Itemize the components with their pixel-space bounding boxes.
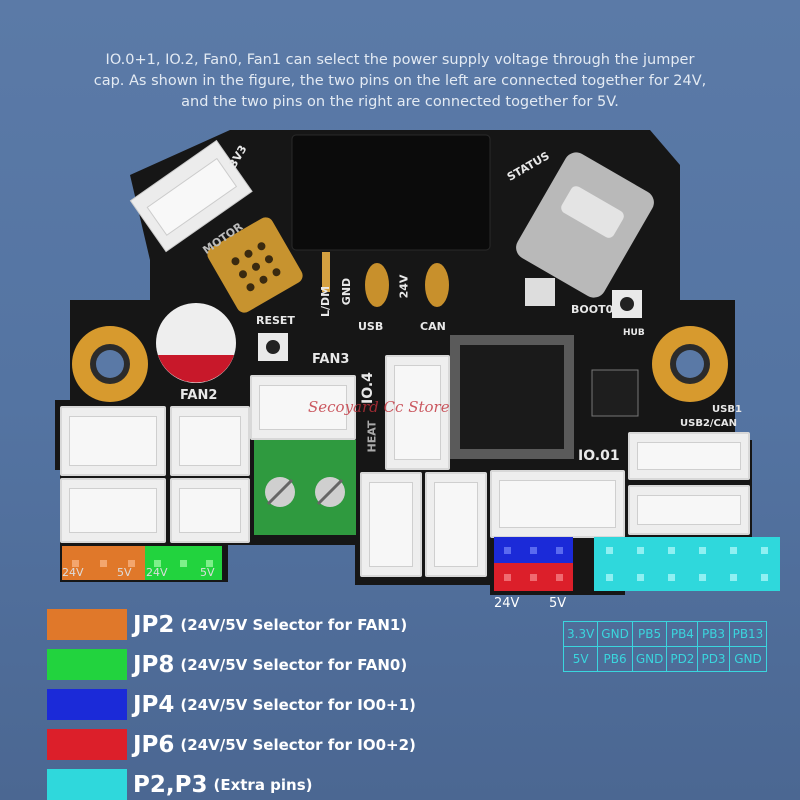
legend-swatch	[47, 689, 127, 720]
gold-pins	[322, 252, 449, 307]
capacitor	[156, 303, 236, 383]
legend-item-jp4: JP4 (24V/5V Selector for IO0+1)	[47, 689, 416, 720]
intro-line-1: IO.0+1, IO.2, Fan0, Fan1 can select the …	[105, 52, 695, 68]
pin-cell: GND	[728, 646, 768, 672]
pin-cell: PB4	[666, 621, 699, 647]
io-5v-label: 5V	[549, 596, 567, 611]
label-boot0: BOOT0	[571, 303, 614, 316]
label-reset: RESET	[256, 314, 295, 327]
fan1-connector[interactable]	[60, 478, 166, 543]
label-usb2-can: USB2/CAN	[680, 418, 738, 429]
legend-name: JP8	[133, 651, 175, 678]
mcu-chip	[450, 335, 574, 459]
legend-item-jp8: JP8 (24V/5V Selector for FAN0)	[47, 649, 407, 680]
mounting-hole-right	[652, 326, 728, 402]
jp6-jumper[interactable]	[494, 563, 573, 591]
legend-name: JP4	[133, 691, 175, 718]
jp2-jumper[interactable]	[62, 546, 145, 580]
usb-c-port[interactable]	[512, 148, 659, 302]
pin-cell: PD2	[666, 646, 699, 672]
mounting-hole-left	[72, 326, 148, 402]
legend-swatch	[47, 769, 127, 800]
motor-connector[interactable]	[129, 139, 253, 253]
label-ldm: L/DM	[319, 285, 333, 318]
legend-desc: (24V/5V Selector for FAN1)	[180, 615, 408, 634]
heater-terminal[interactable]	[254, 440, 356, 535]
legend-item-jp6: JP6 (24V/5V Selector for IO0+2)	[47, 729, 416, 760]
legend-name: JP6	[133, 731, 175, 758]
label-can: CAN	[420, 320, 446, 333]
io01-connector[interactable]	[490, 470, 625, 538]
pin-table: 3.3V GND PB5 PB4 PB3 PB13 5V PB6 GND PD2…	[562, 621, 768, 672]
intro-line-3: and the two pins on the right are connec…	[181, 94, 619, 110]
io-24v-label: 24V	[494, 596, 520, 611]
label-fan3: FAN3	[312, 352, 350, 367]
intro-text: IO.0+1, IO.2, Fan0, Fan1 can select the …	[40, 50, 760, 113]
hub-chip	[591, 369, 639, 417]
buzzer	[207, 217, 303, 313]
legend-name: P2,P3	[133, 771, 208, 798]
fan-connector-1[interactable]	[60, 406, 166, 476]
pin-cell: PD3	[697, 646, 730, 672]
watermark: Secoyard Cc Store	[308, 398, 450, 416]
jp4-jumper[interactable]	[494, 537, 573, 563]
io4-connector[interactable]	[385, 355, 450, 470]
legend-item-p2-p3: P2,P3 (Extra pins)	[47, 769, 313, 800]
pin-cell: PB5	[631, 621, 668, 647]
jp2-24v-label: 24V	[62, 566, 84, 579]
pin-cell: PB13	[728, 621, 768, 647]
intro-line-2: cap. As shown in the figure, the two pin…	[93, 73, 707, 89]
crystal	[525, 278, 555, 306]
pin-row: 3.3V GND PB5 PB4 PB3 PB13	[562, 621, 768, 647]
legend-desc: (24V/5V Selector for FAN0)	[180, 655, 408, 674]
fan3-connector[interactable]	[250, 375, 356, 440]
label-hub: HUB	[623, 328, 645, 338]
legend-swatch	[47, 609, 127, 640]
pin-row: 5V PB6 GND PD2 PD3 GND	[562, 646, 768, 672]
fan0-connector[interactable]	[170, 478, 250, 543]
label-24v: 24V	[397, 274, 411, 299]
jp2-5v-label: 5V	[117, 566, 132, 579]
legend-swatch	[47, 649, 127, 680]
legend-item-jp2: JP2 (24V/5V Selector for FAN1)	[47, 609, 407, 640]
legend-swatch	[47, 729, 127, 760]
legend-desc: (24V/5V Selector for IO0+2)	[180, 735, 416, 754]
legend-desc: (Extra pins)	[213, 775, 313, 794]
jp8-24v-label: 24V	[146, 566, 168, 579]
io-connector-1[interactable]	[360, 472, 422, 577]
pin-cell: 3.3V	[562, 621, 599, 647]
xt-connector[interactable]	[291, 134, 491, 251]
label-io01: IO.01	[578, 448, 620, 464]
jp8-5v-label: 5V	[200, 566, 215, 579]
usb1-connector[interactable]	[628, 432, 750, 480]
usb2-can-connector[interactable]	[628, 485, 750, 535]
label-gnd: GND	[340, 277, 354, 306]
legend-name: JP2	[133, 611, 175, 638]
pin-cell: 5V	[562, 646, 599, 672]
pin-cell: PB3	[697, 621, 730, 647]
pin-cell: PB6	[597, 646, 633, 672]
io-connector-2[interactable]	[425, 472, 487, 577]
label-usb1: USB1	[712, 404, 742, 415]
pin-cell: GND	[631, 646, 668, 672]
p2-p3-header[interactable]	[594, 537, 780, 591]
label-fan2: FAN2	[180, 388, 218, 403]
label-heat: HEAT	[365, 420, 379, 453]
legend-desc: (24V/5V Selector for IO0+1)	[180, 695, 416, 714]
fan-connector-2[interactable]	[170, 406, 250, 476]
jp8-jumper[interactable]	[145, 546, 222, 580]
label-usb: USB	[358, 320, 384, 333]
pin-cell: GND	[597, 621, 633, 647]
